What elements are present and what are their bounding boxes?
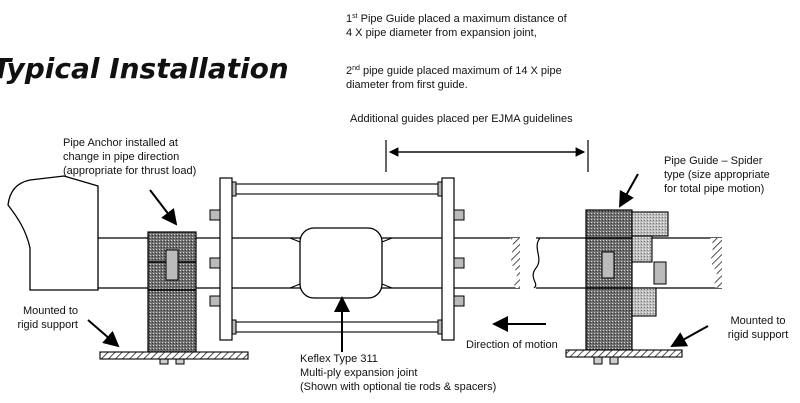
mounted-left-line1: Mounted to: [22, 305, 78, 317]
joint-label-line2: Multi-ply expansion joint: [300, 367, 418, 379]
anchor-label-line2: change in pipe direction: [63, 151, 180, 163]
mounted-right-line2: rigid support: [727, 329, 789, 341]
elbow-pipe: [7, 175, 99, 291]
mounted-left-line2: rigid support: [17, 319, 78, 331]
guide1-ordinal-suffix: st: [352, 13, 358, 20]
joint-label-line1: Keflex Type 311: [300, 353, 378, 365]
guide1-line2: 4 X pipe diameter from expansion joint,: [346, 27, 537, 39]
guide-arrow: [619, 173, 639, 208]
pipe-anchor: [147, 231, 197, 365]
motion-label: Direction of motion: [466, 339, 558, 351]
right-support-plate: [565, 349, 683, 358]
expansion-joint: [289, 227, 393, 299]
guide2-line2: diameter from first guide.: [346, 79, 468, 91]
pipe-guide: [585, 209, 669, 365]
guide-label-line1: Pipe Guide – Spider: [664, 155, 763, 167]
mounted-left-label: Mounted to rigid support: [0, 304, 78, 332]
anchor-label-line3: (appropriate for thrust load): [63, 165, 197, 177]
guide2-line1: pipe guide placed maximum of 14 X pipe: [359, 65, 562, 77]
guide2-ordinal-suffix: nd: [352, 65, 360, 72]
joint-label-line3: (Shown with optional tie rods & spacers): [300, 381, 497, 393]
guide2-ordinal: 2: [346, 65, 353, 77]
guide1-line1: Pipe Guide placed a maximum distance of: [357, 13, 567, 25]
diagram-title: Typical Installation: [0, 52, 289, 85]
mounted-right-line1: Mounted to: [730, 315, 786, 327]
anchor-label-line1: Pipe Anchor installed at: [63, 137, 178, 149]
anchor-label: Pipe Anchor installed at change in pipe …: [63, 136, 196, 178]
flanges: [209, 177, 465, 341]
guide-label: Pipe Guide – Spider type (size appropria…: [664, 154, 770, 196]
mounted-right-label: Mounted to rigid support: [718, 314, 798, 342]
guide1-note: 1st Pipe Guide placed a maximum distance…: [346, 12, 567, 40]
mounted-left-arrow: [87, 319, 120, 348]
guide1-ordinal: 1: [346, 13, 353, 25]
left-support-plate: [99, 351, 249, 360]
guide-label-line2: type (size appropriate: [664, 169, 770, 181]
guide3-note: Additional guides placed per EJMA guidel…: [350, 113, 573, 125]
guide2-note: 2nd pipe guide placed maximum of 14 X pi…: [346, 64, 562, 92]
anchor-arrow: [149, 189, 178, 226]
dimension-line: [385, 140, 589, 172]
joint-label: Keflex Type 311 Multi-ply expansion join…: [300, 352, 496, 394]
guide-label-line3: for total pipe motion): [664, 183, 765, 195]
mounted-right-arrow: [670, 325, 709, 347]
